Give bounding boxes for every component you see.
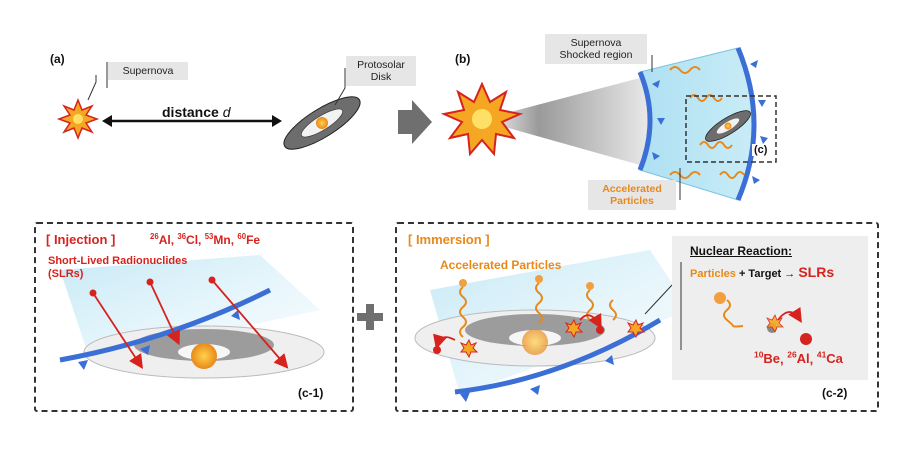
slr-label: Short-Lived Radionuclides(SLRs): [48, 255, 188, 280]
isotope-fe60: 60Fe: [237, 232, 261, 247]
injection-isotopes: 26Al, 36Cl, 53Mn, 60Fe: [150, 232, 261, 247]
supernova-star-b: [440, 81, 524, 157]
nuclear-reaction-title: Nuclear Reaction:: [690, 244, 793, 258]
nr-reaction-graphic: [714, 292, 812, 345]
panel-c2-box: [395, 222, 879, 412]
nuclear-reaction-box: [672, 236, 868, 380]
red-curl-arrows-c2: [433, 313, 602, 350]
nuclear-reaction-equation: Particles + Target → SLRs: [690, 264, 835, 280]
panel-c1-label: (c-1): [298, 386, 324, 400]
reaction-bursts-c2: [459, 318, 646, 359]
protosolar-disk-a: [283, 96, 361, 150]
panel-c1-box: [34, 222, 354, 412]
distance-label: distance d: [162, 104, 231, 120]
shocked-region: [637, 47, 768, 201]
supernova-beam: [480, 78, 648, 165]
plus-sign: [357, 304, 383, 330]
supernova-star-a: [56, 97, 100, 141]
immersion-title: [ Immersion ]: [408, 232, 490, 247]
slr-dots: [89, 276, 216, 297]
slr-arrows: [92, 279, 289, 370]
injection-title: [ Injection ]: [46, 232, 116, 247]
supernova-tag: Supernova: [108, 62, 188, 80]
isotope-cl36: 36Cl: [177, 232, 199, 247]
zoom-label-c: (c): [752, 144, 770, 156]
zoom-box-c: [685, 95, 777, 163]
product-be10: 10Be: [754, 350, 781, 367]
nr-leader: [644, 284, 673, 315]
supernova-leader: [87, 75, 97, 101]
panel-a-label: (a): [50, 52, 65, 66]
panel-b-label: (b): [455, 52, 471, 66]
c2-accel-label: Accelerated Particles: [440, 258, 562, 272]
transition-arrow: [398, 100, 432, 144]
product-al26: 26Al: [787, 350, 810, 367]
distance-arrow: [102, 115, 282, 127]
disk-leader: [334, 68, 346, 106]
panel-c2-label: (c-2): [822, 386, 848, 400]
product-ca41: 41Ca: [816, 350, 843, 367]
protosolar-disk-b: [705, 110, 751, 142]
isotope-mn53: 53Mn: [204, 232, 231, 247]
isotope-al26: 26Al: [150, 232, 171, 247]
reaction-products: 10Be, 26Al, 41Ca: [754, 350, 843, 367]
